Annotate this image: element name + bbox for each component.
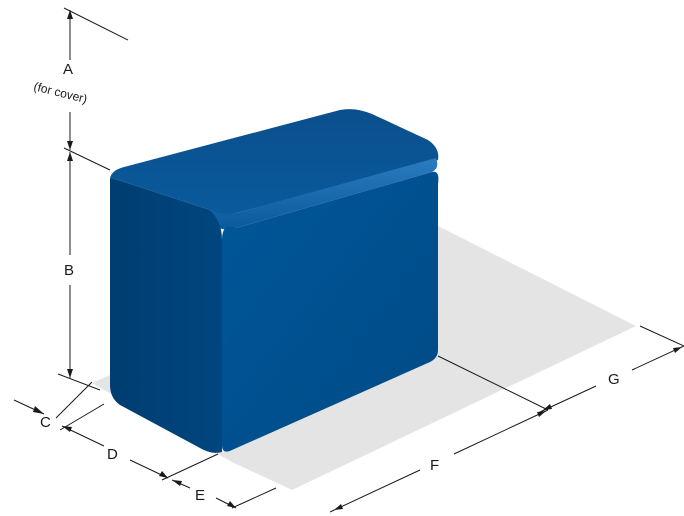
dimension-c (14, 382, 104, 430)
label-c: C (40, 414, 51, 431)
box-side-face (110, 178, 222, 453)
label-e: E (195, 487, 205, 504)
label-b: B (64, 262, 74, 279)
label-g: G (608, 371, 620, 388)
dimension-a (64, 8, 128, 150)
label-a: A (63, 61, 73, 78)
label-d: D (107, 446, 118, 463)
label-f: F (430, 457, 439, 474)
label-a-note: (for cover) (32, 79, 88, 106)
